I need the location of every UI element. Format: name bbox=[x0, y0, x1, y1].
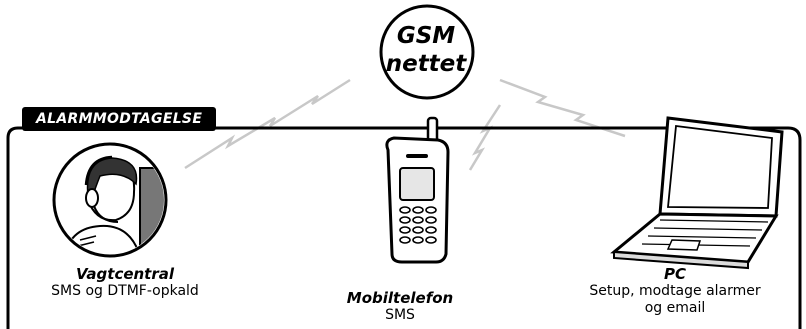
signal-to-vagtcentral bbox=[184, 78, 351, 170]
mobile-phone-icon bbox=[385, 116, 450, 264]
section-label: ALARMMODTAGELSE bbox=[22, 107, 217, 131]
section-frame bbox=[6, 126, 802, 329]
signal-to-mobil bbox=[468, 104, 502, 171]
vagtcentral-title: Vagtcentral bbox=[75, 265, 175, 283]
caption-mobiltelefon: Mobiltelefon SMS bbox=[330, 290, 470, 324]
gsm-network-circle bbox=[379, 4, 475, 100]
caption-vagtcentral: Vagtcentral SMS og DTMF-opkald bbox=[20, 266, 230, 300]
operator-headset-icon bbox=[52, 142, 168, 258]
pc-desc-line1: Setup, modtage alarmer bbox=[589, 283, 761, 299]
pc-title: PC bbox=[663, 265, 686, 283]
vagtcentral-desc: SMS og DTMF-opkald bbox=[51, 283, 199, 299]
gsm-label-line1: GSM bbox=[396, 23, 456, 49]
mobiltelefon-desc: SMS bbox=[385, 307, 415, 323]
gsm-label-line2: nettet bbox=[385, 51, 467, 77]
mobiltelefon-title: Mobiltelefon bbox=[346, 289, 454, 307]
laptop-icon bbox=[610, 116, 784, 270]
gsm-label: GSM nettet bbox=[381, 22, 471, 80]
signal-to-pc bbox=[499, 78, 626, 138]
pc-desc-line2: og email bbox=[644, 300, 706, 316]
caption-pc: PC Setup, modtage alarmer og email bbox=[565, 266, 785, 317]
